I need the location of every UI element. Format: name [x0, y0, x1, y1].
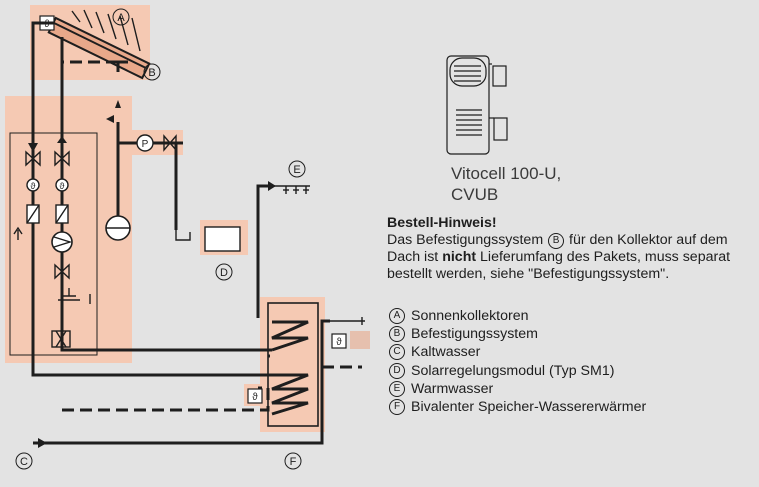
- circulation-pump-icon: [51, 231, 73, 253]
- tank-sensor-symbol: ϑ: [336, 337, 342, 348]
- legend-key-c: C: [389, 344, 405, 361]
- legend-item: C Kaltwasser: [388, 343, 646, 361]
- callout-d: D: [220, 267, 228, 279]
- order-note-line2: Dach ist nicht Lieferumfang des Pakets, …: [387, 249, 759, 266]
- legend: A Sonnenkollektoren B Befestigungssystem…: [388, 307, 646, 416]
- tank-sensor-icon: [331, 333, 347, 349]
- legend-label-f: Bivalenter Speicher-Wassererwärmer: [411, 399, 647, 416]
- callout-e: E: [293, 164, 300, 176]
- legend-label-b: Befestigungssystem: [411, 326, 538, 343]
- callout-f: F: [290, 456, 297, 468]
- legend-item: D Solarregelungsmodul (Typ SM1): [388, 362, 646, 380]
- order-note-line3: bestellt werden, siehe "Befestigungssyst…: [387, 266, 670, 282]
- legend-label-c: Kaltwasser: [411, 344, 481, 361]
- callout-b: B: [148, 67, 155, 79]
- highlight-zones: [5, 5, 325, 432]
- order-note-title: Bestell-Hinweis!: [387, 215, 497, 231]
- order-note-line1-after: für den Kollektor auf dem: [569, 232, 728, 248]
- order-note-line2-after: Lieferumfang des Pakets, muss separat: [480, 249, 731, 265]
- order-note-line2-bold: nicht: [442, 249, 477, 265]
- legend-key-d: D: [389, 362, 405, 379]
- flow-arrows: [28, 100, 276, 448]
- order-note-line2-before: Dach ist: [387, 249, 439, 265]
- legend-item: F Bivalenter Speicher-Wassererwärmer: [388, 398, 646, 416]
- legend-item: A Sonnenkollektoren: [388, 307, 646, 325]
- station-thermometers: ϑ ϑ: [26, 178, 69, 192]
- storage-coils: [271, 320, 309, 416]
- product-name: Vitocell 100-U, CVUB: [451, 163, 561, 205]
- diagram-callouts: A B E D C F: [15, 8, 306, 470]
- lower-sensor-icon: [247, 388, 263, 404]
- lower-sensor-symbol: ϑ: [252, 392, 258, 403]
- heat-meter-icon: [51, 330, 71, 348]
- valves: [25, 134, 177, 304]
- callout-a: A: [117, 12, 125, 24]
- flow-meters: [26, 204, 69, 224]
- legend-key-b: B: [389, 326, 405, 343]
- expansion-vessel-icon: [105, 215, 131, 241]
- order-note-marker-b: B: [548, 233, 565, 249]
- legend-key-a: A: [389, 308, 405, 325]
- legend-item: B Befestigungssystem: [388, 325, 646, 343]
- station-sensor-symbol-left: ϑ: [31, 181, 36, 191]
- legend-label-e: Warmwasser: [411, 380, 494, 397]
- air-vent-icon: [13, 226, 23, 240]
- collection-container-icon: [175, 230, 191, 241]
- storage-tank-outline: [267, 302, 319, 427]
- pressure-gauge-icon: [136, 134, 154, 152]
- product-name-line2: CVUB: [451, 185, 499, 204]
- pressure-gauge-label: P: [142, 139, 149, 150]
- legend-item: E Warmwasser: [388, 380, 646, 398]
- legend-key-e: E: [389, 380, 405, 397]
- order-note: Bestell-Hinweis! Das Befestigungssystem …: [387, 215, 759, 283]
- legend-label-a: Sonnenkollektoren: [411, 308, 529, 325]
- storage-highlight: [260, 297, 325, 432]
- legend-label-d: Solarregelungsmodul (Typ SM1): [411, 362, 615, 379]
- warm-water-outlets: [270, 185, 310, 194]
- solar-station-outline: [9, 132, 98, 356]
- controller-box: [204, 226, 241, 252]
- legend-key-f: F: [389, 399, 405, 416]
- product-name-line1: Vitocell 100-U,: [451, 164, 562, 183]
- callout-c: C: [20, 456, 28, 468]
- tank-connection-right: [330, 317, 365, 325]
- storage-product-illustration: [446, 55, 508, 155]
- heating-source-hatch: [350, 331, 370, 349]
- order-note-line1: Das Befestigungssystem B für den Kollekt…: [387, 232, 759, 249]
- order-note-line1-before: Das Befestigungssystem: [387, 232, 544, 248]
- station-sensor-symbol-right: ϑ: [60, 181, 65, 191]
